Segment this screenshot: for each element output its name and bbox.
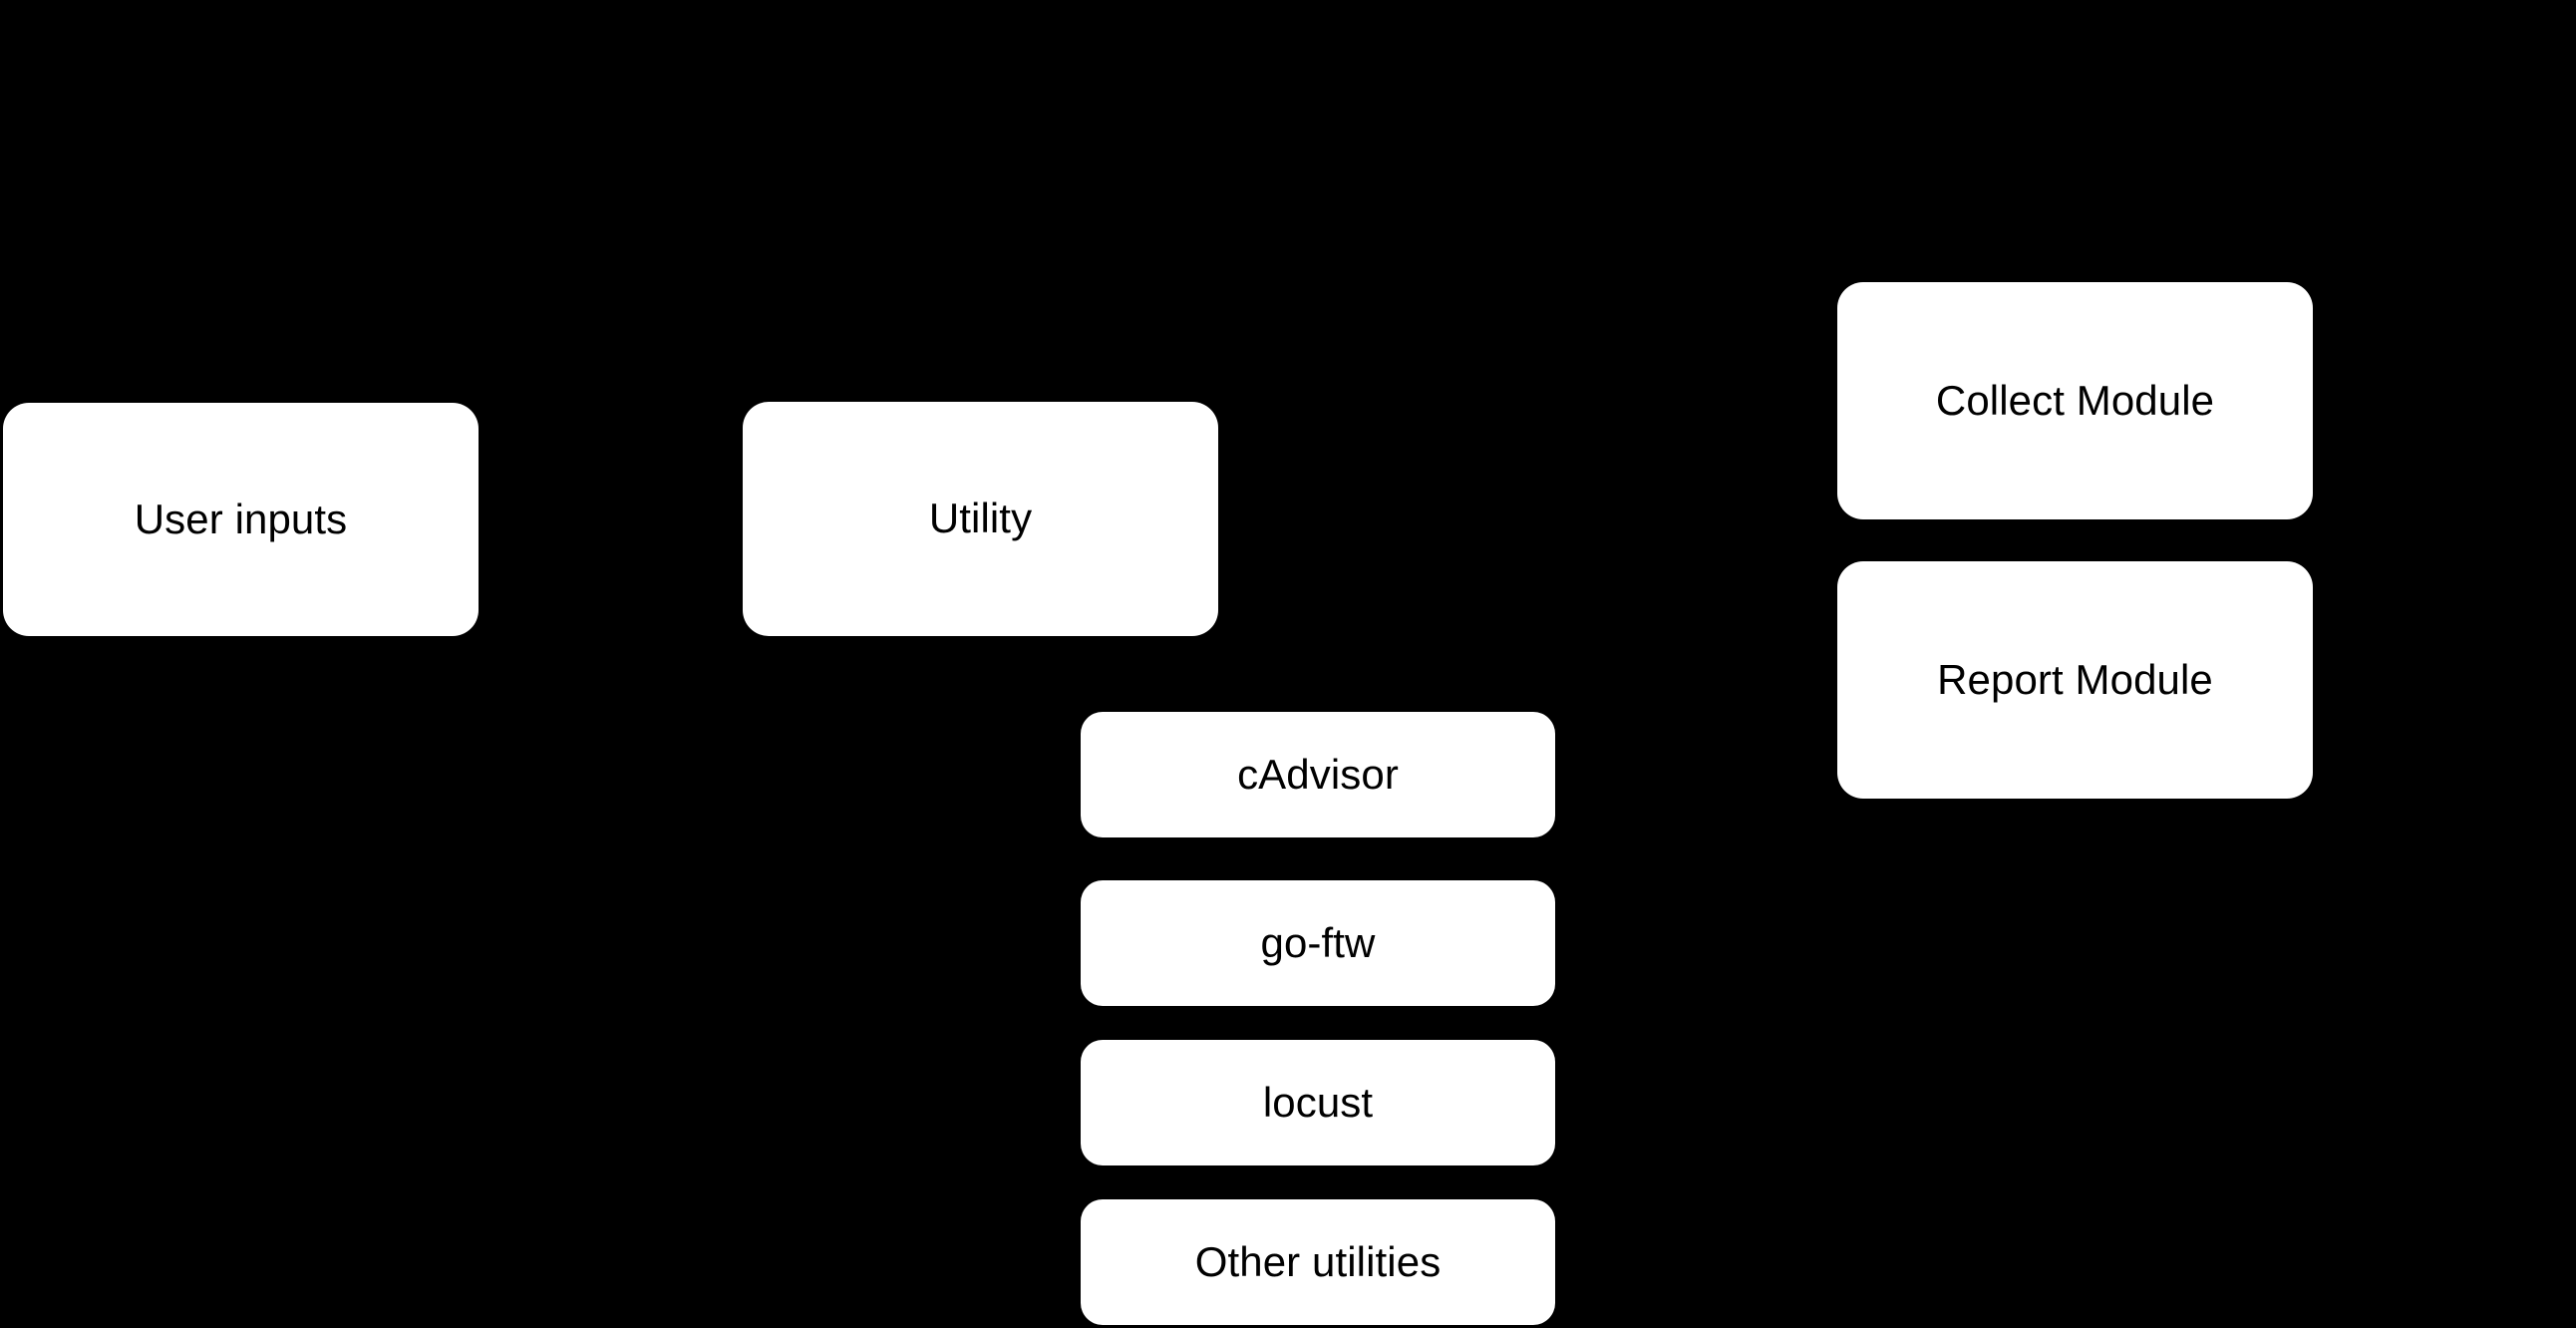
node-report-module[interactable]: Report Module bbox=[1837, 561, 2313, 799]
node-go-ftw[interactable]: go-ftw bbox=[1081, 880, 1555, 1006]
node-collect-module[interactable]: Collect Module bbox=[1837, 282, 2313, 519]
node-report-module-label: Report Module bbox=[1937, 655, 2213, 703]
node-cadvisor-label: cAdvisor bbox=[1237, 750, 1399, 798]
node-other-utilities-label: Other utilities bbox=[1194, 1237, 1442, 1285]
node-utility[interactable]: Utility bbox=[743, 402, 1218, 636]
node-cadvisor[interactable]: cAdvisor bbox=[1081, 712, 1555, 837]
node-user-inputs-label: User inputs bbox=[134, 495, 348, 542]
node-locust-label: locust bbox=[1262, 1078, 1374, 1126]
node-utility-label: Utility bbox=[928, 495, 1033, 542]
node-collect-module-label: Collect Module bbox=[1935, 376, 2215, 424]
node-locust[interactable]: locust bbox=[1081, 1040, 1555, 1165]
node-other-utilities[interactable]: Other utilities bbox=[1081, 1199, 1555, 1325]
node-user-inputs[interactable]: User inputs bbox=[3, 403, 479, 636]
node-go-ftw-label: go-ftw bbox=[1260, 918, 1376, 966]
